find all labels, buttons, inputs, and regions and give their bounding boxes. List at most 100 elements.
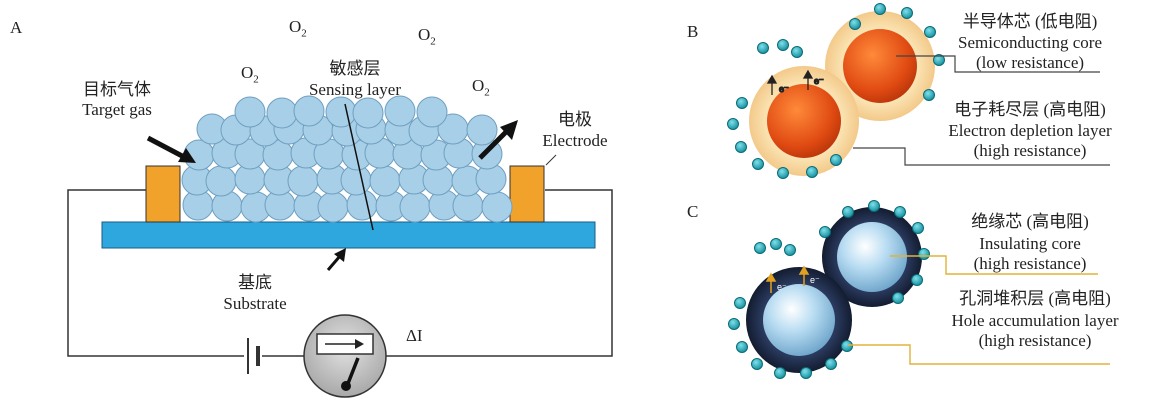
electron-label-b2: e⁻	[814, 76, 824, 86]
adsorbed-oxygen	[774, 367, 786, 379]
insulating-core-label-cn: 绝缘芯 (高电阻)	[971, 212, 1089, 231]
adsorbed-oxygen	[736, 97, 748, 109]
sensing-grain	[481, 191, 513, 223]
adsorbed-oxygen	[933, 54, 945, 66]
adsorbed-oxygen	[841, 340, 853, 352]
adsorbed-oxygen	[754, 242, 766, 254]
panel-letter-b: B	[687, 22, 699, 41]
electrode-label-en: Electrode	[542, 131, 608, 150]
p-type-particle-front	[746, 267, 852, 373]
adsorbed-oxygen	[830, 154, 842, 166]
panel-letter-c: C	[687, 202, 699, 221]
target-gas-label-en: Target gas	[82, 100, 152, 119]
electrode-label-cn: 电极	[558, 110, 592, 129]
n-type-particle-back	[825, 11, 935, 121]
sensing-grain	[369, 165, 401, 197]
adsorbed-oxygen	[727, 118, 739, 130]
sensing-layer-label-en: Sensing layer	[308, 80, 402, 99]
sensing-grain	[416, 96, 448, 128]
battery-symbol	[247, 338, 260, 374]
adsorbed-oxygen	[728, 318, 740, 330]
adsorbed-oxygen	[736, 341, 748, 353]
adsorbed-oxygen	[734, 297, 746, 309]
adsorbed-oxygen	[777, 167, 789, 179]
p-type-particle-back	[822, 207, 922, 307]
leader-line-b-layer	[853, 147, 1110, 166]
adsorbed-oxygen	[735, 141, 747, 153]
substrate-label-en: Substrate	[223, 294, 287, 313]
sensing-grain	[466, 114, 498, 146]
n-type-particle-front	[749, 66, 859, 176]
depletion-layer-label-en2: (high resistance)	[973, 141, 1087, 160]
adsorbed-oxygen	[868, 200, 880, 212]
sensing-grain	[352, 97, 384, 129]
sensing-grain	[234, 96, 266, 128]
o2-label: O2	[241, 63, 259, 86]
adsorbed-oxygen	[892, 292, 904, 304]
electron-label-c2: e⁻	[810, 275, 820, 285]
semiconducting-core-label-en: Semiconducting core	[958, 33, 1102, 52]
substrate-label-cn: 基底	[238, 273, 272, 292]
adsorbed-oxygen	[874, 3, 886, 15]
panel-letter-a: A	[10, 18, 23, 37]
insulating-core-label-en2: (high resistance)	[973, 254, 1087, 273]
adsorbed-oxygen-c	[728, 200, 930, 379]
target-gas-label-cn: 目标气体	[83, 80, 151, 99]
sensing-grain	[317, 191, 349, 223]
ammeter	[303, 314, 387, 398]
adsorbed-oxygen	[777, 39, 789, 51]
sensing-grain	[205, 165, 237, 197]
adsorbed-oxygen	[923, 89, 935, 101]
semiconducting-core-label-cn: 半导体芯 (低电阻)	[962, 12, 1098, 31]
sensing-grains	[181, 95, 513, 223]
sensing-grain	[384, 95, 416, 127]
leader-line-b-core	[896, 55, 1100, 73]
adsorbed-oxygen	[894, 206, 906, 218]
adsorbed-oxygen	[791, 46, 803, 58]
substrate-arrow	[326, 248, 346, 271]
adsorbed-oxygen	[770, 238, 782, 250]
sensing-grain	[293, 95, 325, 127]
adsorbed-oxygen	[752, 158, 764, 170]
leader-line-c-core	[890, 255, 1098, 275]
sensing-layer-pointer	[344, 103, 374, 231]
electrode-left	[145, 165, 181, 223]
adsorbed-oxygen	[751, 358, 763, 370]
adsorbed-oxygen	[784, 244, 796, 256]
adsorbed-oxygen	[901, 7, 913, 19]
adsorbed-oxygen	[825, 358, 837, 370]
sensing-grain	[266, 97, 298, 129]
circuit-wire	[67, 189, 613, 357]
delta-i-label: ΔI	[406, 326, 423, 345]
insulating-core-label-en: Insulating core	[979, 234, 1081, 253]
adsorbed-oxygen	[849, 18, 861, 30]
o2-label: O2	[472, 76, 490, 99]
hole-layer-label-en: Hole accumulation layer	[951, 311, 1119, 330]
target-gas-arrow	[146, 135, 196, 163]
semiconducting-core-label-en2: (low resistance)	[975, 53, 1085, 72]
adsorbed-oxygen-b	[727, 3, 945, 179]
sensing-grain	[399, 191, 431, 223]
o2-label: O2	[418, 25, 436, 48]
electron-label-b1: e⁻	[779, 84, 789, 94]
adsorbed-oxygen	[800, 367, 812, 379]
depletion-layer-label-cn: 电子耗尽层 (高电阻)	[954, 100, 1106, 119]
leader-line-c-layer	[848, 344, 1110, 365]
adsorbed-oxygen	[806, 166, 818, 178]
electrode-pointer	[545, 154, 557, 166]
depletion-layer-label-en: Electron depletion layer	[948, 121, 1112, 140]
o2-label: O2	[289, 17, 307, 40]
electron-arrows-b: e⁻ e⁻	[766, 69, 825, 95]
adsorbed-oxygen	[842, 206, 854, 218]
hole-layer-label-en2: (high resistance)	[978, 331, 1092, 350]
adsorbed-oxygen	[911, 274, 923, 286]
adsorbed-oxygen	[912, 222, 924, 234]
sensing-layer-label-cn: 敏感层	[329, 59, 381, 78]
sensing-grain	[325, 96, 357, 128]
substrate	[101, 221, 596, 249]
electrode-right	[509, 165, 545, 223]
electron-label-c1: e⁻	[777, 282, 787, 292]
sensing-grain	[287, 165, 319, 197]
electrode-out-arrow	[478, 120, 518, 160]
